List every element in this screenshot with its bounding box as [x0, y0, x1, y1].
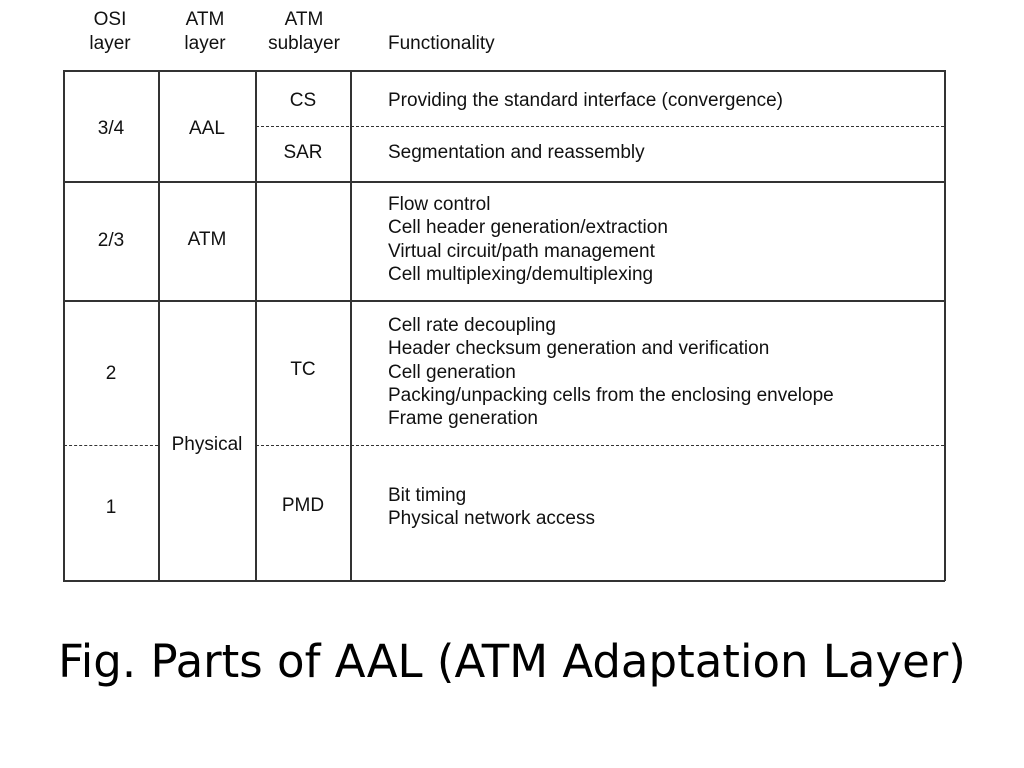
header-osi-line1: OSI [93, 9, 127, 30]
function-tc-line: Cell rate decoupling [388, 315, 556, 336]
atm-layer-aal: AAL [189, 118, 225, 139]
osi-layer-1: 1 [105, 497, 117, 518]
column-divider-atm [255, 70, 257, 581]
function-atm-line: Cell header generation/extraction [388, 217, 668, 239]
column-divider-osi [158, 70, 160, 581]
table-top-border [63, 70, 945, 72]
function-pmd-line: Physical network access [388, 508, 595, 530]
header-func-label: Functionality [388, 33, 495, 54]
atm-layer-atm: ATM [187, 229, 227, 250]
row-divider-aal-atm [63, 181, 945, 183]
dashed-divider-osi-2-1 [64, 445, 158, 446]
function-sar: Segmentation and reassembly [388, 141, 645, 164]
sublayer-cs: CS [289, 90, 317, 111]
function-tc-line: Frame generation [388, 408, 538, 430]
osi-layer-2-3: 2/3 [97, 230, 125, 251]
table-right-border [944, 70, 946, 581]
header-atm-sublayer: ATM sublayer [258, 8, 350, 56]
function-atm-line: Cell multiplexing/demultiplexing [388, 263, 654, 285]
atm-layer-physical: Physical [171, 434, 243, 455]
function-tc-line: Header checksum generation and verificat… [388, 338, 770, 360]
function-tc-line: Cell generation [388, 361, 516, 383]
function-atm-line: Flow control [388, 194, 491, 215]
table-left-border [63, 70, 65, 581]
header-sub-line2: sublayer [268, 33, 340, 54]
sublayer-tc: TC [290, 359, 316, 380]
header-osi-line2: layer [89, 33, 131, 54]
sublayer-sar: SAR [283, 142, 323, 163]
function-sar-line: Segmentation and reassembly [388, 142, 645, 163]
function-tc-line: Packing/unpacking cells from the enclosi… [388, 384, 834, 406]
function-tc: Cell rate decoupling Header checksum gen… [388, 314, 834, 430]
header-functionality: Functionality [388, 32, 495, 56]
header-atm-line1: ATM [185, 9, 225, 30]
header-atm-layer: ATM layer [170, 8, 240, 56]
row-divider-atm-physical [63, 300, 945, 302]
function-cs: Providing the standard interface (conver… [388, 89, 783, 112]
function-pmd-line: Bit timing [388, 485, 467, 506]
header-atm-line2: layer [184, 33, 226, 54]
function-pmd: Bit timing Physical network access [388, 484, 595, 531]
osi-layer-3-4: 3/4 [97, 118, 125, 139]
function-atm-line: Virtual circuit/path management [388, 240, 655, 262]
dashed-divider-cs-sar [256, 126, 944, 127]
header-sub-line1: ATM [284, 9, 324, 30]
figure-caption: Fig. Parts of AAL (ATM Adaptation Layer) [58, 635, 966, 688]
sublayer-pmd: PMD [281, 495, 325, 516]
function-cs-line: Providing the standard interface (conver… [388, 90, 784, 111]
dashed-divider-tc-pmd [256, 445, 944, 446]
table-bottom-border [63, 580, 945, 582]
column-divider-sublayer [350, 70, 352, 581]
header-osi-layer: OSI layer [80, 8, 140, 56]
function-atm: Flow control Cell header generation/extr… [388, 193, 668, 286]
osi-layer-2: 2 [105, 363, 117, 384]
